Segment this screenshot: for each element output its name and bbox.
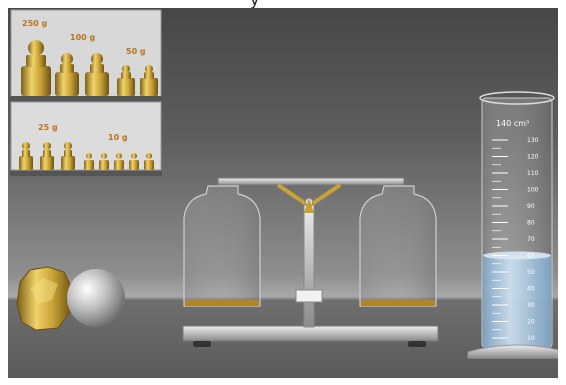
cylinder-liquid [483,255,551,348]
label-25g: 25 g [38,123,58,132]
cylinder-tick-label: 10 [527,335,535,342]
shelf-board-bottom [10,170,162,176]
cylinder-tick-label: 70 [527,236,535,243]
scene-canvas: 250 g 100 g 50 g [8,8,558,378]
left-pan[interactable] [184,186,260,306]
gold-nugget-object[interactable] [17,267,72,330]
label-100g: 100 g [70,33,95,42]
cylinder-tick-label: 110 [527,170,539,177]
cylinder-tick-label: 20 [527,319,535,326]
cylinder-tick-label: 60 [527,253,535,260]
density-lab-scene: 250 g 100 g 50 g [8,8,558,378]
shelf-board-top [10,96,162,102]
cylinder-tick-label: 50 [527,269,535,276]
cylinder-tick-label: 100 [527,187,539,194]
label-10g: 10 g [108,133,128,142]
left-pan-residue [185,300,259,306]
cylinder-tick-label: 130 [527,137,539,144]
scale-clamp [296,290,322,302]
right-pan[interactable] [360,186,436,306]
label-50g: 50 g [126,47,146,56]
cylinder-capacity-label: 140 cm³ [496,119,529,128]
shelf-lower-panel [11,102,161,170]
cylinder-tick-label: 30 [527,302,535,309]
scale-foot-right [408,341,426,347]
scale-foot-left [193,341,211,347]
scale-column [304,203,314,327]
scale-beam [218,178,404,185]
right-pan-residue [361,300,435,306]
cylinder-tick-label: 40 [527,286,535,293]
label-250g: 250 g [22,19,47,28]
title-band: y [0,0,566,8]
graduated-cylinder[interactable]: 140 cm³ 130 120 110 100 90 80 70 60 50 40 30 20 10 [468,92,558,358]
weights-shelf: 250 g 100 g 50 g [10,10,162,176]
scale-base [183,326,438,341]
cylinder-tick-label: 90 [527,203,535,210]
cylinder-base [468,345,558,358]
cylinder-tick-label: 80 [527,220,535,227]
silver-sphere-object[interactable] [67,269,125,327]
cylinder-tick-label: 120 [527,154,539,161]
